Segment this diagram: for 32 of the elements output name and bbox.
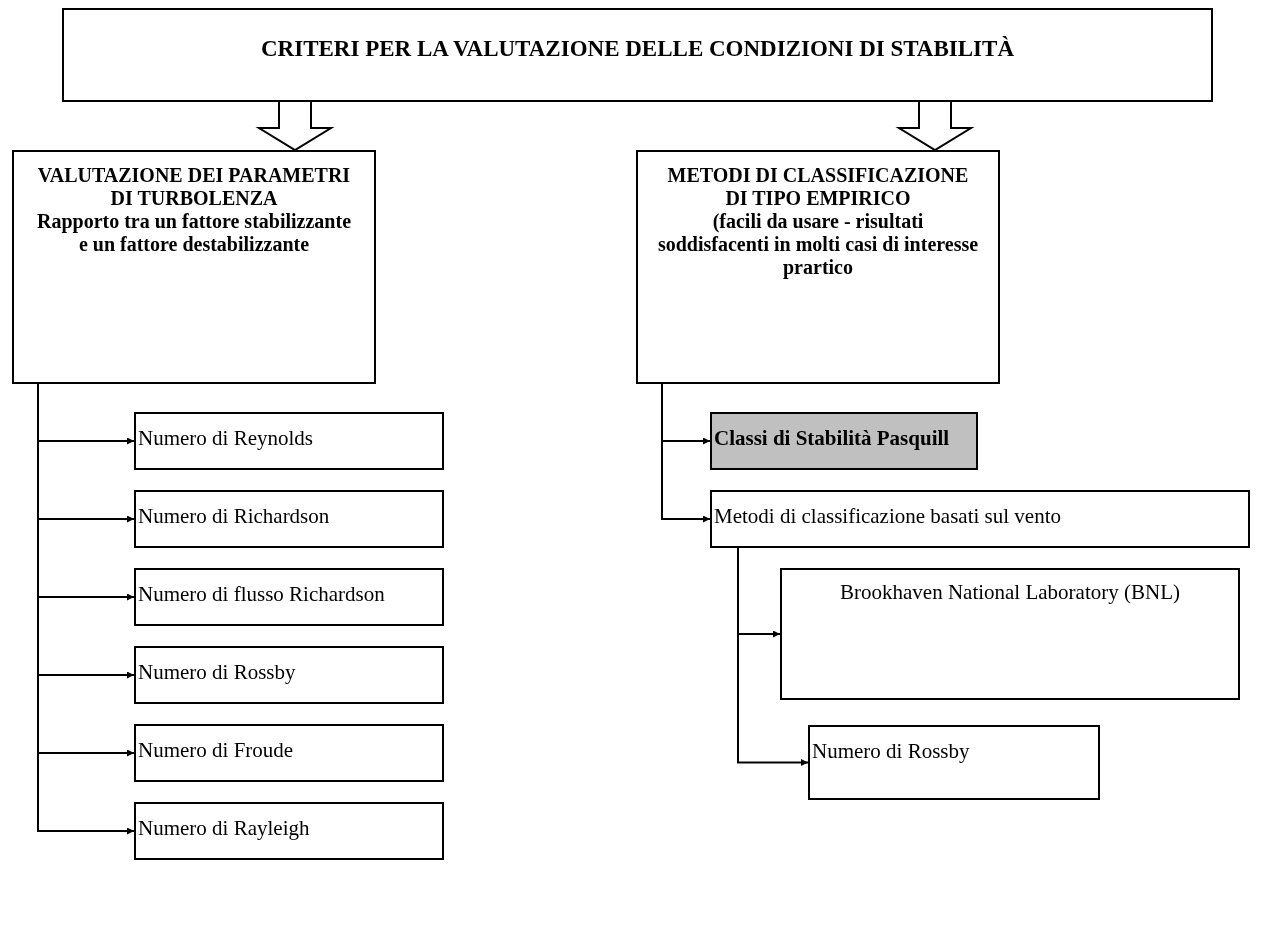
arrow	[737, 547, 809, 766]
node-label: METODI DI CLASSIFICAZIONE DI TIPO EMPIRICO	[666, 164, 970, 210]
category-box	[636, 150, 1000, 384]
item-box	[134, 646, 444, 704]
node-label: Numero di Rayleigh	[138, 816, 311, 841]
node-label: CRITERI PER LA VALUTAZIONE DELLE CONDIZIONI DI STABILITÀ	[260, 36, 1015, 62]
node-description: (facili da usare - risultati soddisfacenti in molti casi di interesse prartico	[656, 210, 980, 279]
title-box	[62, 8, 1213, 102]
node-label: Numero di Froude	[138, 738, 295, 763]
node-label: Numero di Rossby	[812, 739, 971, 764]
node-label: Metodi di classificazione basati sul vento	[714, 504, 1062, 529]
arrow	[661, 383, 711, 523]
item-box	[710, 490, 1250, 548]
node-label: Numero di Rossby	[138, 660, 297, 685]
item-box	[134, 724, 444, 782]
item-box	[780, 568, 1240, 700]
item-box	[134, 490, 444, 548]
node-label: Numero di Reynolds	[138, 426, 314, 451]
item-box	[134, 568, 444, 626]
node-label: Numero di flusso Richardson	[138, 582, 386, 607]
node-description: Rapporto tra un fattore stabilizzante e un fattore destabilizzante	[35, 210, 352, 256]
node-label: Classi di Stabilità Pasquill	[714, 426, 951, 451]
node-label: Brookhaven National Laboratory (BNL)	[839, 580, 1181, 605]
item-box	[134, 412, 444, 470]
node-label: Numero di Richardson	[138, 504, 331, 529]
item-box	[134, 802, 444, 860]
item-box	[710, 412, 978, 470]
node-label: VALUTAZIONE DEI PARAMETRI DI TURBOLENZA	[36, 164, 352, 210]
item-box	[808, 725, 1100, 800]
block-arrow	[895, 101, 975, 152]
category-box	[12, 150, 376, 384]
block-arrow	[255, 101, 335, 152]
